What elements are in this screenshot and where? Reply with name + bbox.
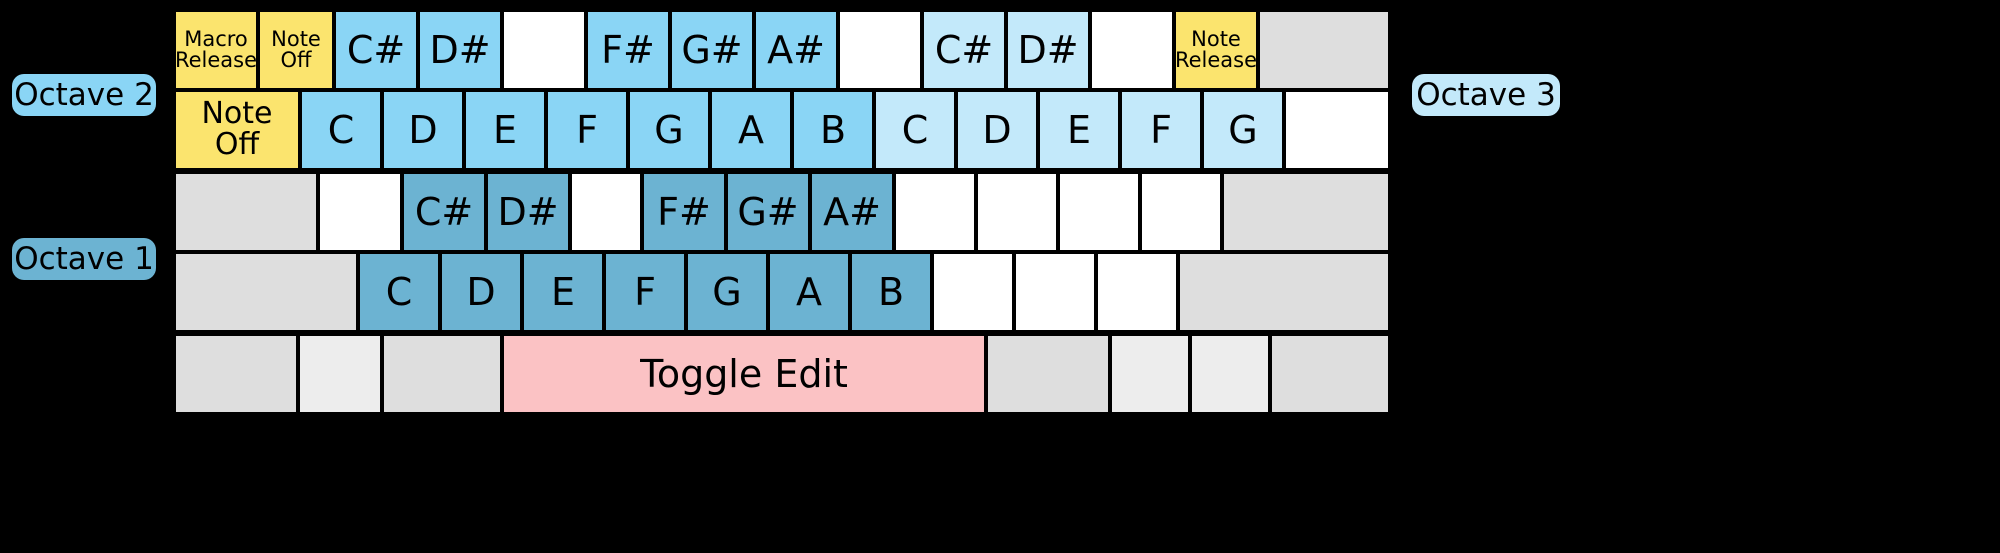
key-b[interactable]: B xyxy=(850,252,932,332)
key-blank[interactable] xyxy=(894,172,976,252)
key-blank[interactable] xyxy=(1090,10,1174,90)
key-e[interactable]: E xyxy=(464,90,546,170)
key-blank[interactable] xyxy=(1140,172,1222,252)
key-blank[interactable] xyxy=(976,172,1058,252)
key-b[interactable]: B xyxy=(792,90,874,170)
key-c[interactable]: C xyxy=(874,90,956,170)
key-note-off[interactable]: Note Off xyxy=(174,90,300,170)
keyboard-row-space: Toggle Edit xyxy=(174,334,1390,414)
key-d[interactable]: D xyxy=(956,90,1038,170)
key-toggle-edit[interactable]: Toggle Edit xyxy=(502,334,986,414)
key-f[interactable]: F xyxy=(1120,90,1202,170)
key-c[interactable]: C# xyxy=(922,10,1006,90)
key-f[interactable]: F# xyxy=(642,172,726,252)
key-a[interactable]: A xyxy=(710,90,792,170)
key-a[interactable]: A# xyxy=(754,10,838,90)
key-blank[interactable] xyxy=(570,172,642,252)
key-c[interactable]: C# xyxy=(334,10,418,90)
key-macro-release[interactable]: Macro Release xyxy=(174,10,258,90)
key-blank[interactable] xyxy=(1258,10,1390,90)
key-d[interactable]: D# xyxy=(418,10,502,90)
octave-2-label: Octave 2 xyxy=(12,74,156,116)
key-f[interactable]: F xyxy=(604,252,686,332)
key-g[interactable]: G# xyxy=(670,10,754,90)
key-blank[interactable] xyxy=(174,252,358,332)
key-blank[interactable] xyxy=(298,334,382,414)
key-note-off[interactable]: Note Off xyxy=(258,10,334,90)
key-blank[interactable] xyxy=(932,252,1014,332)
key-d[interactable]: D xyxy=(382,90,464,170)
key-c[interactable]: C xyxy=(358,252,440,332)
key-a[interactable]: A xyxy=(768,252,850,332)
key-f[interactable]: F xyxy=(546,90,628,170)
key-blank[interactable] xyxy=(838,10,922,90)
key-g[interactable]: G xyxy=(628,90,710,170)
key-g[interactable]: G xyxy=(686,252,768,332)
key-g[interactable]: G# xyxy=(726,172,810,252)
key-blank[interactable] xyxy=(1096,252,1178,332)
key-e[interactable]: E xyxy=(522,252,604,332)
key-blank[interactable] xyxy=(318,172,402,252)
key-blank[interactable] xyxy=(1222,172,1390,252)
key-blank[interactable] xyxy=(1190,334,1270,414)
key-c[interactable]: C# xyxy=(402,172,486,252)
key-blank[interactable] xyxy=(1270,334,1390,414)
key-blank[interactable] xyxy=(174,172,318,252)
key-blank[interactable] xyxy=(502,10,586,90)
key-a[interactable]: A# xyxy=(810,172,894,252)
key-note-release[interactable]: Note Release xyxy=(1174,10,1258,90)
key-d[interactable]: D# xyxy=(1006,10,1090,90)
key-blank[interactable] xyxy=(1058,172,1140,252)
key-d[interactable]: D# xyxy=(486,172,570,252)
octave-1-label: Octave 1 xyxy=(12,238,156,280)
key-blank[interactable] xyxy=(174,334,298,414)
key-f[interactable]: F# xyxy=(586,10,670,90)
keyboard-row-home: C#D# F#G#A# xyxy=(174,172,1390,252)
key-g[interactable]: G xyxy=(1202,90,1284,170)
key-blank[interactable] xyxy=(986,334,1110,414)
key-blank[interactable] xyxy=(1178,252,1390,332)
key-c[interactable]: C xyxy=(300,90,382,170)
octave-3-label: Octave 3 xyxy=(1412,74,1560,116)
key-blank[interactable] xyxy=(1110,334,1190,414)
key-blank[interactable] xyxy=(382,334,502,414)
key-blank[interactable] xyxy=(1284,90,1390,170)
key-e[interactable]: E xyxy=(1038,90,1120,170)
key-d[interactable]: D xyxy=(440,252,522,332)
key-blank[interactable] xyxy=(1014,252,1096,332)
